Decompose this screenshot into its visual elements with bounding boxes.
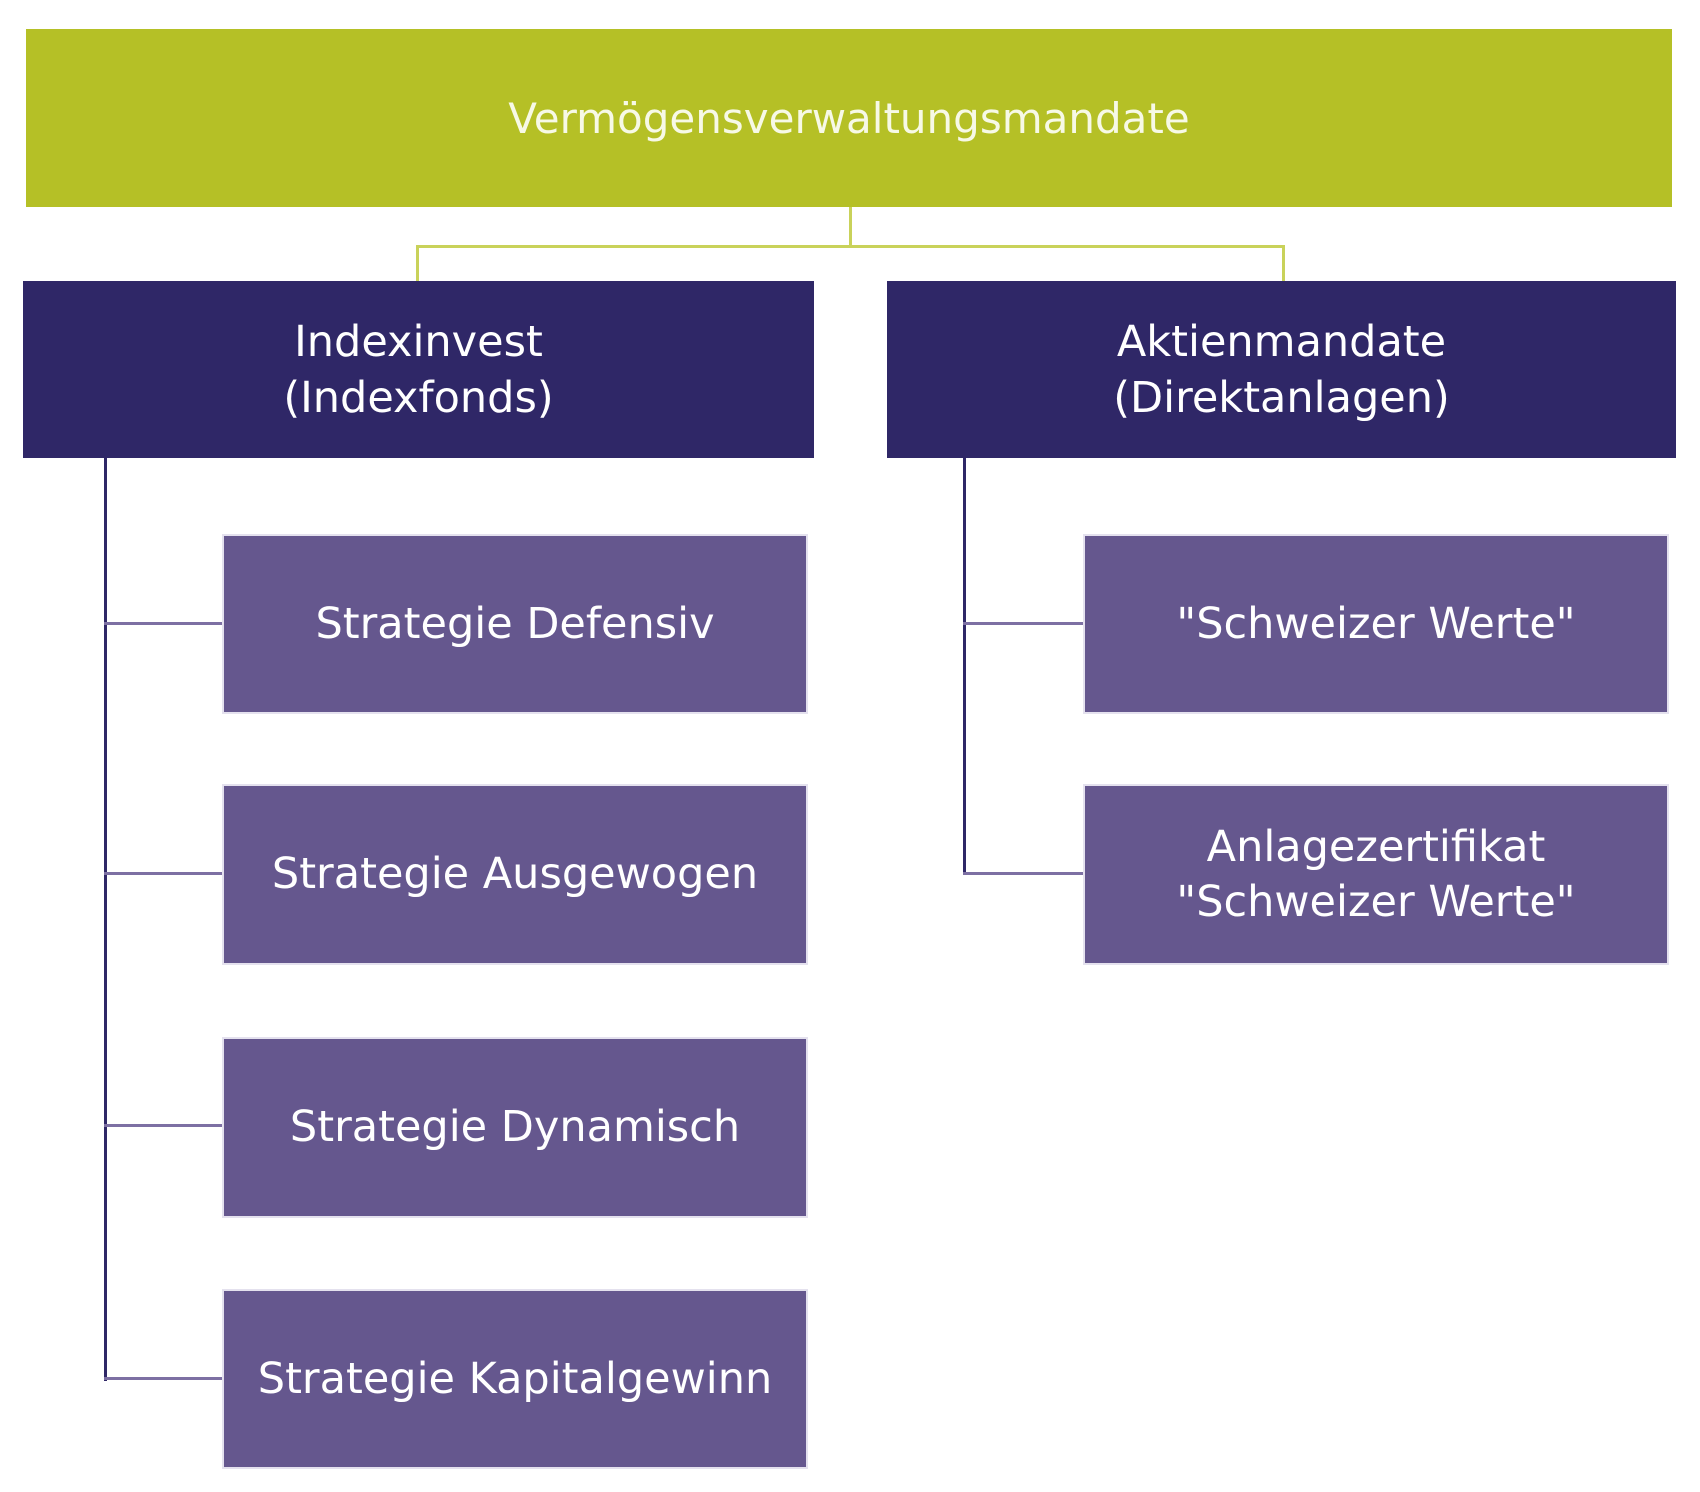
root-connector-bar [416, 245, 1285, 248]
branch-node-aktienmandate: Aktienmandate (Direktanlagen) [887, 281, 1676, 458]
left-branch-tick-2 [104, 872, 224, 875]
leaf-node-schweizer-werte: "Schweizer Werte" [1083, 534, 1669, 714]
leaf-node-strategie-dynamisch: Strategie Dynamisch [222, 1037, 808, 1218]
leaf-node-anlagezertifikat: Anlagezertifikat "Schweizer Werte" [1083, 784, 1669, 965]
leaf-node-label: Strategie Dynamisch [289, 1102, 741, 1152]
right-branch-tick-2 [963, 872, 1083, 875]
leaf-node-strategie-ausgewogen: Strategie Ausgewogen [222, 784, 808, 965]
leaf-node-label: Strategie Ausgewogen [271, 849, 759, 899]
leaf-node-strategie-defensiv: Strategie Defensiv [222, 534, 808, 714]
branch-node-indexinvest: Indexinvest (Indexfonds) [23, 281, 814, 458]
leaf-node-label: Anlagezertifikat "Schweizer Werte" [1176, 821, 1576, 927]
root-connector-stem [849, 206, 852, 246]
right-branch-spine [963, 457, 966, 875]
left-branch-tick-4 [104, 1377, 224, 1380]
root-node-label: Vermögensverwaltungsmandate [508, 93, 1190, 143]
leaf-node-label: "Schweizer Werte" [1176, 598, 1576, 649]
leaf-node-label: Strategie Kapitalgewinn [257, 1353, 773, 1404]
left-branch-tick-3 [104, 1124, 224, 1127]
root-connector-left-drop [416, 245, 419, 283]
branch-node-label: Indexinvest (Indexfonds) [283, 316, 554, 423]
root-connector-right-drop [1282, 245, 1285, 283]
leaf-node-label: Strategie Defensiv [315, 598, 715, 649]
right-branch-tick-1 [963, 622, 1083, 625]
left-branch-tick-1 [104, 622, 224, 625]
left-branch-spine [104, 457, 107, 1381]
leaf-node-strategie-kapitalgewinn: Strategie Kapitalgewinn [222, 1289, 808, 1469]
root-node: Vermögensverwaltungsmandate [26, 29, 1672, 207]
branch-node-label: Aktienmandate (Direktanlagen) [1113, 316, 1450, 423]
